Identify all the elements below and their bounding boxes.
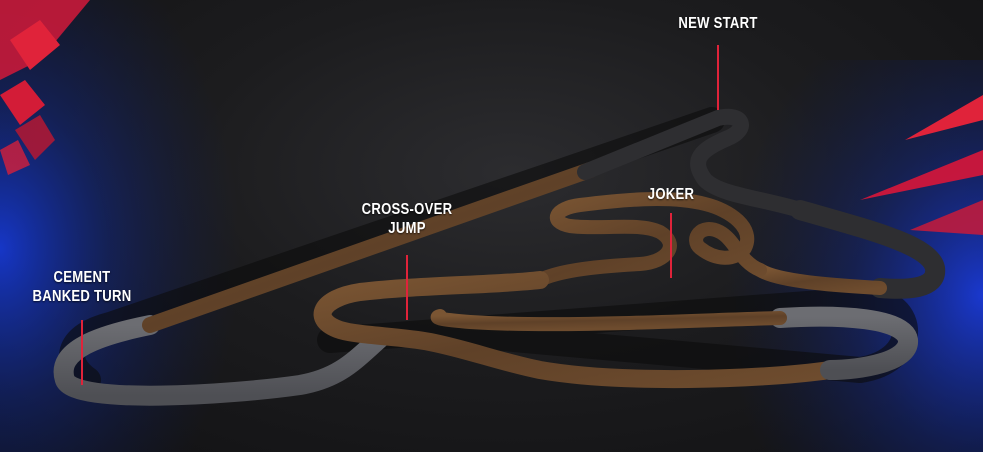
background-glow-left: [0, 0, 320, 452]
return-straight-segment: [430, 309, 787, 332]
right-hairpin-segment: [770, 306, 918, 380]
new-start-text: NEW START: [678, 15, 758, 32]
callout-markers: [81, 45, 719, 385]
joker-text: JOKER: [647, 186, 695, 203]
new-start-label: NEW START: [677, 14, 759, 33]
joker-label: JOKER: [630, 185, 712, 204]
crossover-jump-label: CROSS-OVER JUMP: [358, 200, 456, 238]
cement-banked-turn-label: CEMENT BANKED TURN: [29, 268, 136, 306]
crossover-jump-line-2: JUMP: [388, 220, 426, 237]
joker-segment: [533, 192, 767, 287]
back-straight-segment: [142, 162, 598, 333]
crossover-jump-line-1: CROSS-OVER: [361, 201, 453, 218]
cement-banked-turn-line-1: CEMENT: [53, 269, 111, 286]
infield-loop-segment: [313, 271, 839, 389]
new-start-segment: [577, 108, 808, 218]
cement-banked-turn-line-2: BANKED TURN: [32, 288, 132, 305]
